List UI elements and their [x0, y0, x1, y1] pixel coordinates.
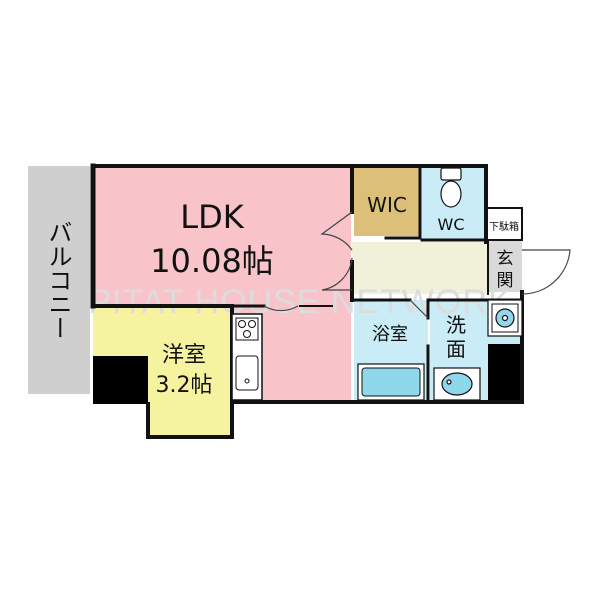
washing-machine-icon [487, 299, 523, 337]
entrance-area [488, 240, 522, 292]
walls [90, 163, 524, 439]
bath-door-swing [409, 299, 429, 319]
pillar-right [488, 344, 522, 402]
washroom-label-top: 洗 [446, 313, 466, 337]
western-door-swing [263, 305, 299, 312]
wash-basin-icon [433, 367, 481, 401]
balcony-label: バルコニー [44, 220, 72, 340]
corridor-door-swing [321, 257, 353, 291]
corridor-area [352, 242, 488, 294]
wic-label: WIC [367, 193, 407, 217]
door-swings [263, 211, 571, 319]
stove-icon [235, 317, 259, 341]
western-room-label: 洋室 [162, 343, 206, 368]
shoe-box-label: 下駄箱 [489, 220, 519, 233]
entrance-label-top: 玄 [497, 249, 514, 269]
western-room-size-label: 3.2帖 [156, 373, 213, 398]
kitchen-sink-icon [235, 355, 259, 391]
ldk-size-label: 10.08帖 [150, 242, 274, 280]
wc-label: WC [438, 215, 465, 234]
bath-label: 浴室 [372, 324, 408, 345]
western-room-area [93, 306, 232, 437]
watermark: PITAT HOUSE NETWORK [88, 283, 511, 321]
balcony-area [28, 166, 90, 394]
washroom-label-bottom: 面 [446, 337, 466, 361]
pillar-left [93, 356, 148, 404]
entrance-label-bottom: 関 [497, 271, 514, 291]
ldk-door-swing [320, 211, 353, 251]
bathtub-icon [357, 363, 425, 401]
wic-area [354, 166, 420, 236]
entrance-door-swing [521, 249, 571, 295]
ldk-label: LDK [180, 198, 244, 236]
toilet-icon [440, 167, 462, 208]
